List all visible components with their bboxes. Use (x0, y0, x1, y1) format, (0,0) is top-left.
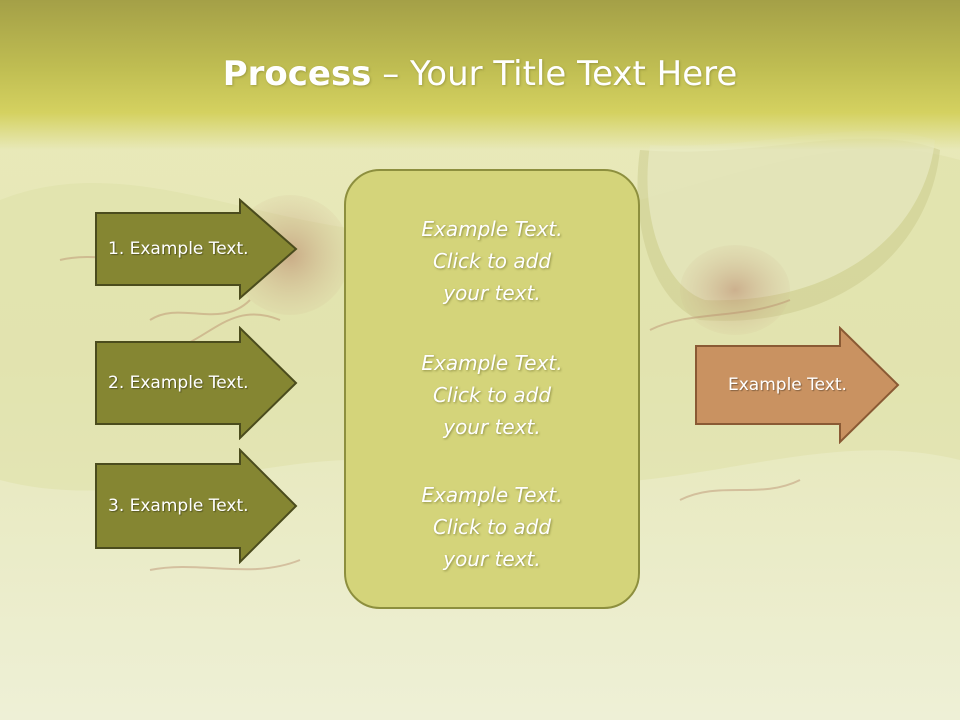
title-rest: – Your Title Text Here (371, 54, 738, 94)
text-line: Click to add (432, 515, 552, 539)
arrow-shape (95, 326, 298, 440)
title-band (0, 0, 960, 150)
text-line: Example Text. (421, 483, 563, 507)
step-label: 1. Example Text. (108, 239, 249, 259)
text-line: Example Text. (421, 217, 563, 241)
step-arrow-2[interactable]: 2. Example Text. (94, 326, 298, 440)
text-line: Example Text. (421, 351, 563, 375)
text-line: Click to add (432, 383, 552, 407)
slide-title: Process – Your Title Text Here (0, 50, 960, 98)
center-process-box[interactable]: Example Text. Click to add your text. Ex… (344, 169, 640, 609)
text-line: Click to add (432, 249, 552, 273)
text-line: your text. (443, 281, 541, 305)
step-label: 3. Example Text. (108, 496, 249, 516)
center-text-block-2: Example Text. Click to add your text. (346, 347, 638, 443)
arrow-shape (695, 326, 900, 444)
text-line: your text. (443, 547, 541, 571)
center-text-block-1: Example Text. Click to add your text. (346, 213, 638, 309)
title-bold: Process (222, 54, 372, 94)
step-label: 2. Example Text. (108, 373, 249, 393)
step-arrow-3[interactable]: 3. Example Text. (94, 448, 298, 564)
output-arrow[interactable]: Example Text. (694, 326, 900, 444)
step-arrow-1[interactable]: 1. Example Text. (94, 198, 298, 300)
center-text-block-3: Example Text. Click to add your text. (346, 479, 638, 575)
output-label: Example Text. (728, 375, 847, 395)
arrow-shape (95, 198, 298, 300)
text-line: your text. (443, 415, 541, 439)
arrow-shape (95, 448, 298, 564)
